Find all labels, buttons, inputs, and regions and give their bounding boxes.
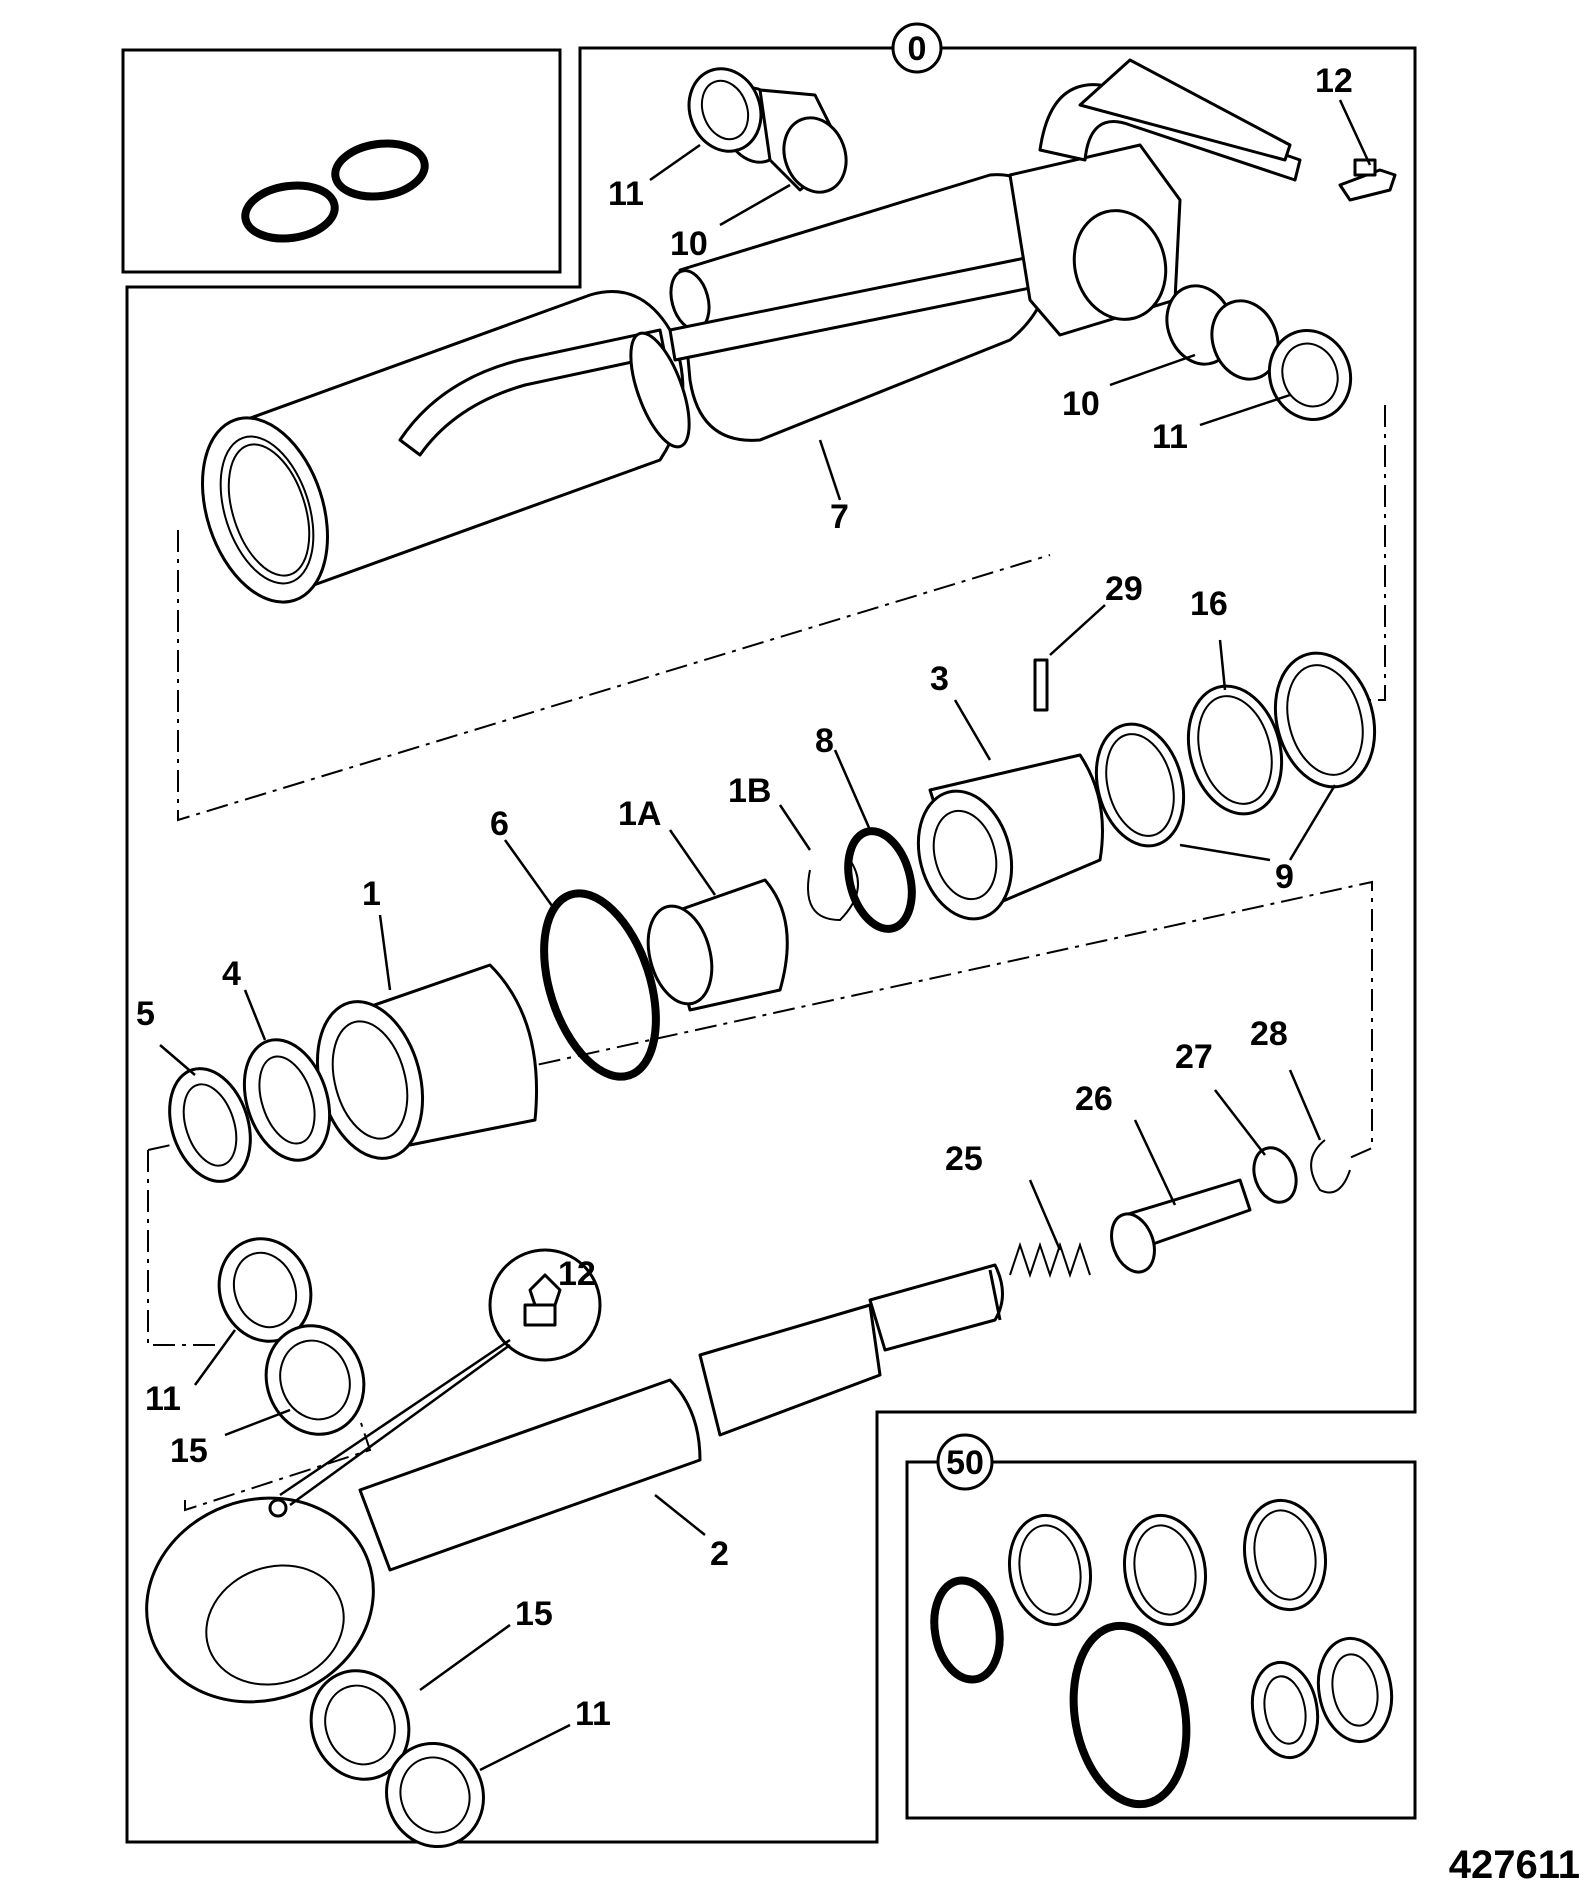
washer-27 xyxy=(1252,1146,1298,1204)
callout-26: 26 xyxy=(1075,1080,1113,1118)
bush-15-left xyxy=(264,1324,366,1436)
callout-2: 2 xyxy=(710,1535,729,1573)
callout-25: 25 xyxy=(945,1140,983,1178)
o-ring-8 xyxy=(844,827,916,933)
piston-3 xyxy=(916,753,1104,921)
pin-29 xyxy=(1033,658,1049,712)
callout-7: 7 xyxy=(830,498,849,536)
callout-27: 27 xyxy=(1175,1038,1213,1076)
figure-number: 427611 xyxy=(1449,1843,1580,1887)
ring-9a xyxy=(1094,722,1186,848)
bush-15-bottom xyxy=(309,1669,411,1781)
callout-29: 29 xyxy=(1105,570,1143,608)
cylinder-barrel xyxy=(201,58,1302,604)
piston-rod-2 xyxy=(358,1263,1004,1572)
grease-nipple-12-top xyxy=(1338,158,1397,202)
callout-6: 6 xyxy=(490,805,509,843)
callout-1: 1 xyxy=(362,875,381,913)
ring-16 xyxy=(1186,684,1284,816)
plunger-26 xyxy=(1110,1178,1252,1274)
grease-nipple-12-detail xyxy=(279,1248,602,1507)
circlip-28 xyxy=(1310,1139,1351,1194)
main-assembly-frame xyxy=(125,46,1417,1844)
callout-10-top: 10 xyxy=(670,225,708,263)
callout-28: 28 xyxy=(1250,1015,1288,1053)
gland-1 xyxy=(315,963,539,1160)
rod-eye xyxy=(145,1496,375,1704)
callout-12-top: 12 xyxy=(1315,62,1353,100)
wiper-5 xyxy=(168,1067,252,1183)
guide-line-barrel-right xyxy=(1340,405,1386,701)
leader-lines xyxy=(159,99,1372,1772)
seal-kit-frame xyxy=(905,1460,1417,1820)
callout-0: 0 xyxy=(891,22,943,74)
o-ring-6 xyxy=(540,889,660,1081)
callout-11-bottom: 11 xyxy=(575,1695,611,1733)
callout-11-top: 11 xyxy=(608,175,644,213)
ring-9b xyxy=(1273,651,1377,789)
bush-10-right xyxy=(1165,284,1280,381)
callout-16: 16 xyxy=(1190,585,1228,623)
callout-9: 9 xyxy=(1275,858,1294,896)
callout-10-right: 10 xyxy=(1062,385,1100,423)
seal-11-bottom xyxy=(385,1741,485,1849)
callout-4: 4 xyxy=(222,955,241,993)
callout-1B: 1B xyxy=(728,772,771,810)
guide-line-eye xyxy=(184,1419,372,1512)
spring-25 xyxy=(1009,1241,1091,1279)
guide-line-barrel xyxy=(177,530,1051,822)
guide-line-rod xyxy=(147,880,1373,1161)
callout-1A: 1A xyxy=(618,795,661,833)
callout-11-right: 11 xyxy=(1152,418,1188,456)
callout-15-left: 15 xyxy=(170,1432,208,1470)
callout-8: 8 xyxy=(815,722,834,760)
callout-50: 50 xyxy=(936,1433,994,1491)
seal-11-top xyxy=(687,67,763,153)
callout-11-left: 11 xyxy=(145,1380,181,1418)
svg-text:0: 0 xyxy=(908,30,927,68)
seal-11-right xyxy=(1267,329,1353,421)
callout-12-detail: 12 xyxy=(558,1255,596,1293)
circlip-1b xyxy=(807,859,859,922)
seal-11-left xyxy=(217,1237,313,1343)
seal-kit-contents xyxy=(930,1498,1394,1809)
guide-line-head xyxy=(147,1150,220,1346)
callout-3: 3 xyxy=(930,660,949,698)
seal-4 xyxy=(242,1038,332,1162)
callout-5: 5 xyxy=(136,995,155,1033)
callout-15-bottom: 15 xyxy=(515,1595,553,1633)
svg-text:50: 50 xyxy=(946,1444,984,1482)
inset-o-rings-frame xyxy=(121,48,562,274)
spacer-1a xyxy=(646,878,789,1012)
